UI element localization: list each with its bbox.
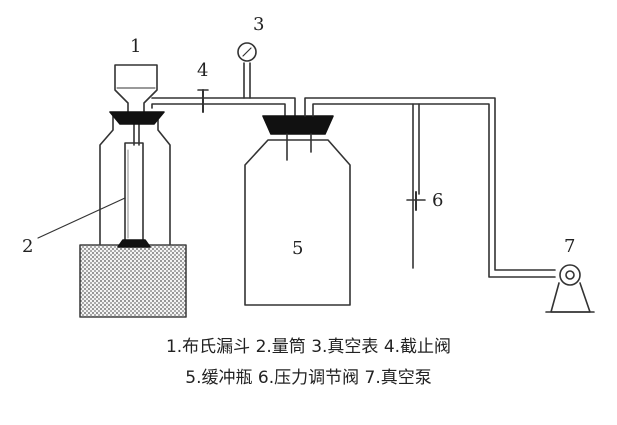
- flask-stand: [79, 244, 187, 318]
- vacuum-pump: [545, 264, 595, 313]
- vacuum-gauge: [237, 42, 257, 99]
- stop-valve: [197, 89, 209, 113]
- leader-line-2: [37, 197, 126, 239]
- pressure-regulating-valve: [406, 103, 426, 269]
- connecting-pipe-1: [151, 97, 296, 121]
- caption-line-2: 5.缓冲瓶 6.压力调节阀 7.真空泵: [185, 368, 432, 388]
- label-buchner-funnel: 1: [130, 36, 141, 57]
- label-vacuum-gauge: 3: [253, 14, 264, 35]
- caption-line-1: 1.布氏漏斗 2.量筒 3.真空表 4.截止阀: [165, 337, 452, 357]
- label-stop-valve: 4: [197, 60, 208, 81]
- label-buffer-bottle: 5: [292, 238, 303, 259]
- buffer-bottle: [244, 115, 351, 306]
- graduated-cylinder: [117, 142, 151, 248]
- connecting-pipe-2: [304, 97, 556, 278]
- label-graduated-cylinder: 2: [22, 236, 33, 257]
- label-vacuum-pump: 7: [564, 236, 575, 257]
- label-pressure-regulating-valve: 6: [432, 190, 443, 211]
- buchner-funnel: [109, 64, 165, 146]
